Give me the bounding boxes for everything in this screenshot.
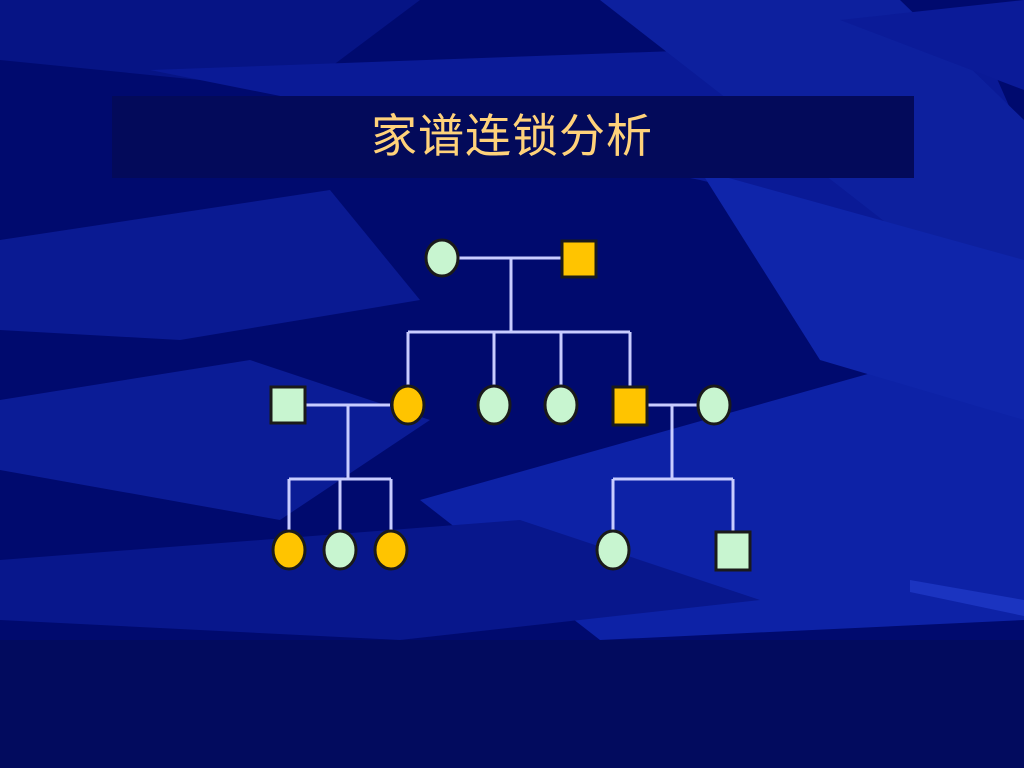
individual-III-2 [322,529,358,571]
individual-II-5 [611,385,649,427]
individual-III-5 [714,530,752,572]
individual-I-1 [424,238,460,278]
individual-II-2 [390,384,426,426]
pedigree-lines [287,256,735,531]
individual-II-1 [269,385,307,425]
individual-II-3 [476,384,512,426]
title-band [112,96,914,178]
individual-II-6 [696,384,732,426]
individual-I-2 [560,239,598,279]
individual-II-4 [543,384,579,426]
individual-III-4 [595,529,631,571]
individual-III-1 [271,529,307,571]
slide-title: 家谱连锁分析 [371,109,653,163]
individual-III-3 [373,529,409,571]
pedigree-individuals [269,238,752,572]
